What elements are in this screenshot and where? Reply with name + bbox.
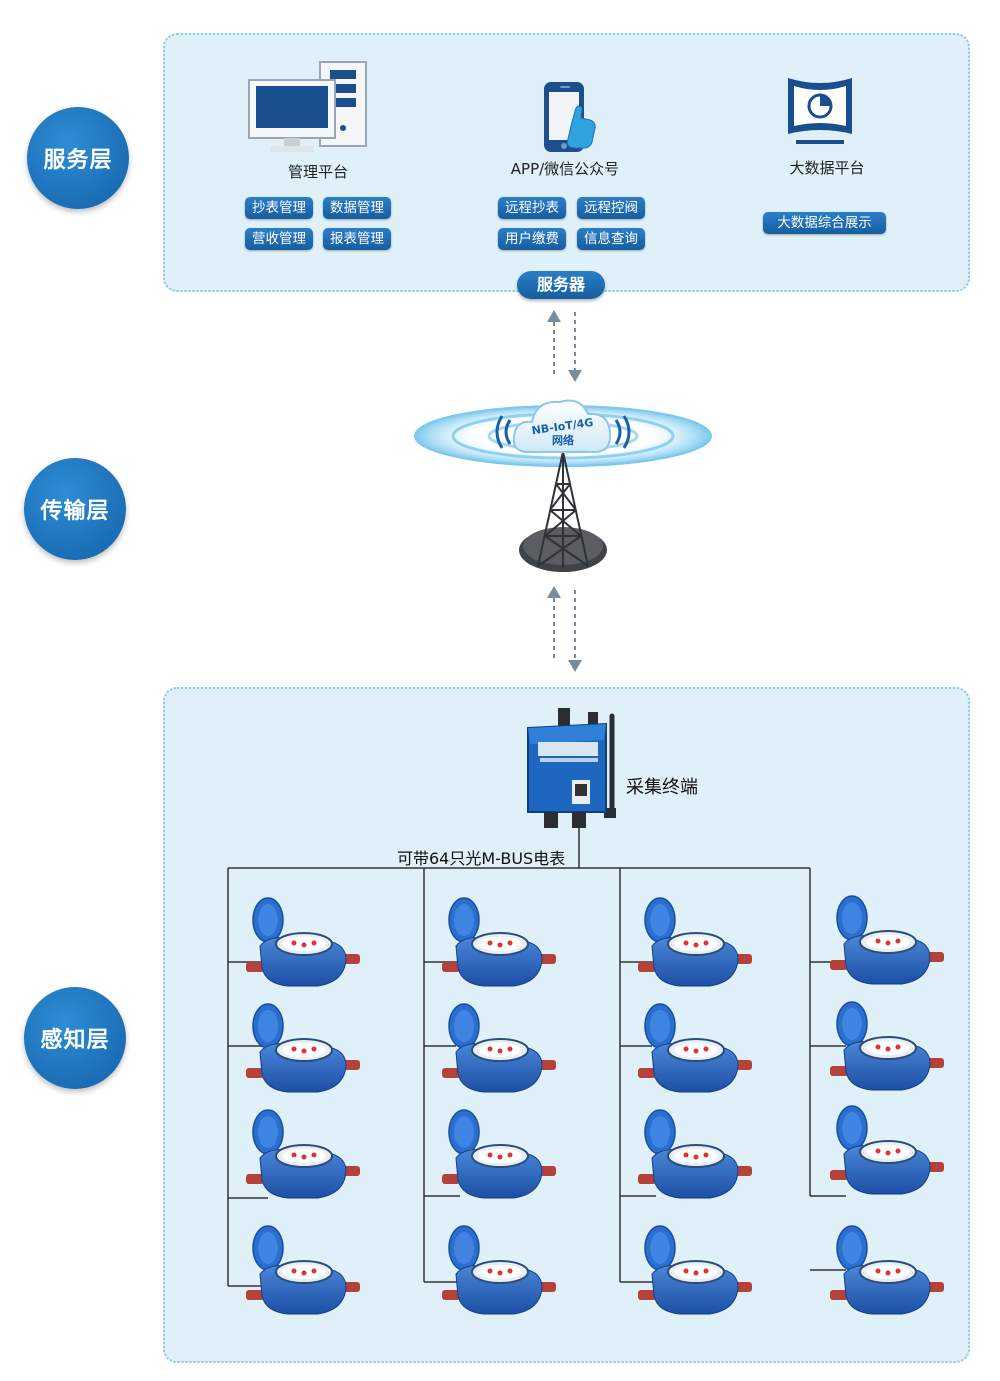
water-meter-icon <box>829 1225 945 1315</box>
bigdata-screen-icon <box>788 78 852 144</box>
layer-badge-transport: 传输层 <box>24 458 126 560</box>
pill-data-management: 数据管理 <box>323 197 391 219</box>
server-label: 服务器 <box>517 271 605 299</box>
pill-user-payment: 用户缴费 <box>498 228 566 250</box>
water-meter-icon <box>441 1003 557 1093</box>
arrow-down-head-bottom <box>568 660 582 672</box>
monitor-pc-icon <box>248 61 367 152</box>
water-meter-icon <box>829 895 945 985</box>
water-meter-icon <box>637 1003 753 1093</box>
water-meter-icon <box>637 1225 753 1315</box>
downlink-arrows <box>553 590 576 662</box>
water-meter-grid <box>245 895 945 1315</box>
water-meter-icon <box>829 1105 945 1195</box>
pill-remote-reading: 远程抄表 <box>498 197 566 219</box>
arrow-up-head-bottom <box>547 586 561 598</box>
mbus-wiring <box>227 828 846 1287</box>
cloud-icon <box>512 399 612 453</box>
bigdata-platform-title: 大数据平台 <box>789 159 865 177</box>
collector-terminal-icon <box>527 708 616 828</box>
water-meter-icon <box>245 1109 361 1199</box>
water-meter-icon <box>441 1109 557 1199</box>
water-meter-icon <box>245 1003 361 1093</box>
cloud-network-label-2: 网络 <box>552 433 574 447</box>
water-meter-icon <box>245 1225 361 1315</box>
management-platform-title: 管理平台 <box>287 163 348 181</box>
pill-meter-reading-management: 抄表管理 <box>245 197 313 219</box>
pill-remote-valve: 远程控阀 <box>577 197 645 219</box>
water-meter-icon <box>829 1001 945 1091</box>
water-meter-icon <box>245 897 361 987</box>
arrow-up-head-top <box>547 310 561 322</box>
app-title: APP/微信公众号 <box>510 160 620 178</box>
water-meter-icon <box>637 897 753 987</box>
water-meter-icon <box>441 1225 557 1315</box>
arrow-down-head-top <box>568 370 582 382</box>
signal-tower-icon <box>519 451 607 572</box>
smartphone-touch-icon <box>544 82 596 152</box>
pill-revenue-management: 营收管理 <box>245 228 313 250</box>
layer-badge-service: 服务层 <box>27 107 129 209</box>
mbus-capacity-label: 可带64只光M-BUS电表 <box>397 849 566 868</box>
uplink-arrows <box>553 312 576 378</box>
pill-info-query: 信息查询 <box>577 228 645 250</box>
water-meter-icon <box>637 1109 753 1199</box>
pill-bigdata-display: 大数据综合展示 <box>763 212 886 234</box>
layer-badge-perception: 感知层 <box>24 987 126 1089</box>
water-meter-icon <box>441 897 557 987</box>
pill-report-management: 报表管理 <box>323 228 391 250</box>
signal-waves <box>495 415 631 449</box>
collector-terminal-label: 采集终端 <box>626 777 698 798</box>
